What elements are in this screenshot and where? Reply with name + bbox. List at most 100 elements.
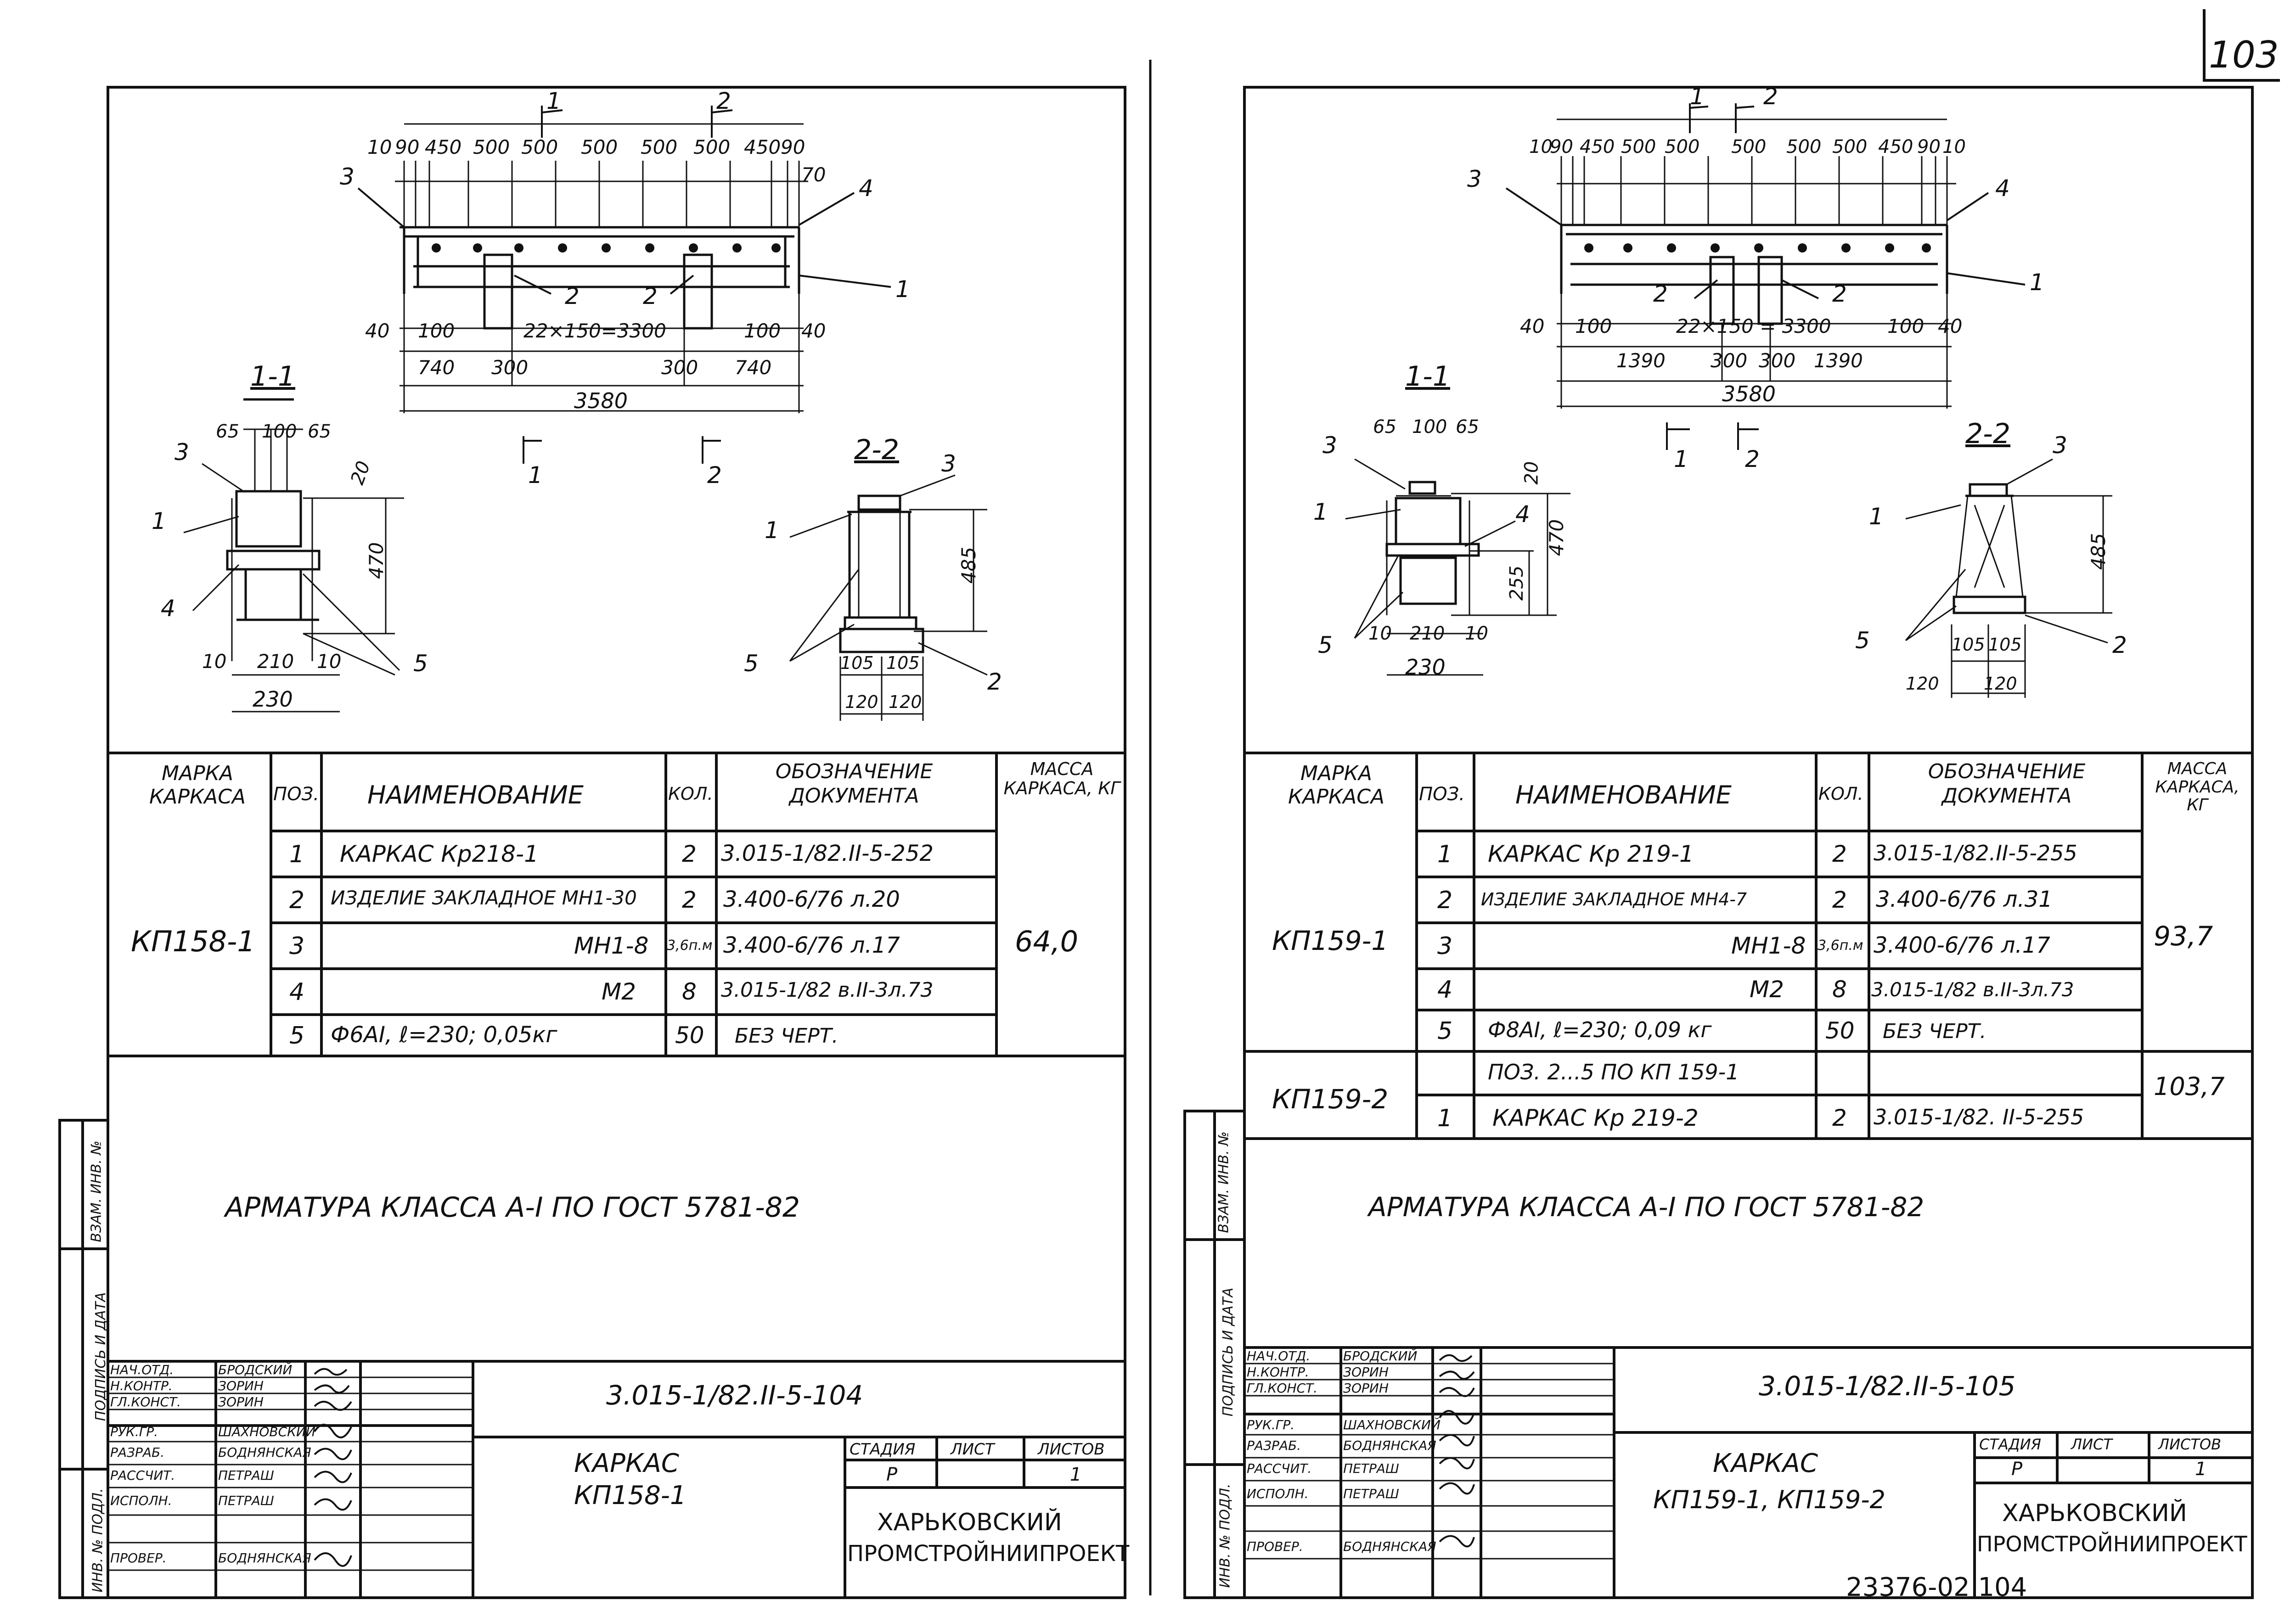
dim: 500 (693, 136, 731, 158)
tb-role: ПРОВЕР. (110, 1550, 167, 1566)
dim: 500 (473, 136, 510, 158)
dim: 40 (801, 320, 826, 342)
callout: 1 (2030, 269, 2044, 296)
row-poz: 4 (289, 978, 305, 1006)
tb-role: РАССЧИТ. (110, 1468, 175, 1483)
dim: 10 (202, 650, 227, 673)
dim: 300 (491, 356, 529, 379)
row-poz: 5 (1437, 1017, 1453, 1045)
tb-name: БРОДСКИЙ (1343, 1348, 1418, 1364)
table-head-doc: ОБОЗНАЧЕНИЕ ДОКУМЕНТА (1928, 760, 2086, 808)
callout: 3 (1467, 166, 1482, 192)
footer-code: 23376-02 104 (1846, 1572, 2027, 1602)
stage-head: СТАДИЯ (850, 1440, 916, 1459)
dim: 40 (365, 320, 390, 342)
tb-name: БОДНЯНСКАЯ (218, 1445, 311, 1460)
tb-role: ГЛ.КОНСТ. (110, 1394, 181, 1409)
tb-role: Н.КОНТР. (110, 1378, 173, 1393)
tb-role: ИСПОЛН. (1247, 1486, 1309, 1501)
table-marka: КП159-1 (1272, 925, 1389, 956)
row-doc: 3.400-6/76 л.17 (723, 932, 900, 958)
table-marka: КП159-2 (1272, 1084, 1389, 1115)
dim: 210 (257, 650, 294, 673)
dim: 22×150=3300 (523, 320, 666, 342)
row-poz: 5 (289, 1022, 305, 1050)
tb-name: БОДНЯНСКАЯ (1343, 1438, 1436, 1453)
tb-role: РУК.ГР. (110, 1424, 158, 1439)
dim: 255 (1506, 565, 1528, 601)
dim: 740 (418, 356, 455, 379)
section-title: 2-2 (854, 434, 899, 466)
dim: 22×150 = 3300 (1676, 315, 1831, 337)
row-name: МН1-8 (1731, 932, 1806, 959)
stage-val: Р (886, 1464, 898, 1485)
callout: 1 (152, 508, 166, 534)
tb-name: БОДНЯНСКАЯ (1343, 1539, 1436, 1554)
signatures (314, 1368, 352, 1567)
dim: 500 (1621, 136, 1656, 157)
tb-name: ПЕТРАШ (1343, 1486, 1399, 1501)
row-kol: 3,6п.м (667, 938, 713, 954)
row-doc: 3.400-6/76 л.31 (1876, 887, 2053, 912)
dim: 65 (1373, 416, 1396, 438)
dim: 740 (735, 356, 772, 379)
doc-title: КП159-1, КП159-2 (1653, 1485, 1886, 1514)
cut-label: 1 (528, 462, 543, 488)
row-kol: 3,6п.м (1818, 938, 1863, 954)
side-stamp: ПОДПИСЬ И ДАТА (93, 1292, 109, 1421)
callout: 5 (744, 650, 759, 677)
section-title: 1-1 (250, 360, 295, 393)
dim: 100 (1412, 416, 1447, 438)
tb-name: ЗОРИН (1343, 1364, 1389, 1380)
row-poz: 2 (1437, 887, 1453, 914)
cut-label: 2 (716, 88, 731, 114)
stage-val: 1 (2195, 1459, 2207, 1480)
cut-label: 1 (1674, 446, 1688, 472)
dim: 105 (886, 653, 920, 673)
dim: 105 (1952, 634, 1985, 655)
dim: 65 (216, 421, 239, 442)
cut-label: 2 (1763, 83, 1778, 110)
table-head-mass: МАССА КАРКАСА, КГ (1003, 759, 1120, 798)
callout: 2 (987, 668, 1002, 695)
callout: 4 (859, 175, 873, 202)
dim: 120 (845, 692, 878, 712)
row-doc: БЕЗ ЧЕРТ. (735, 1024, 838, 1048)
dim: 500 (521, 136, 558, 158)
dim: 100 (262, 421, 297, 442)
doc-title: КП158-1 (574, 1481, 687, 1510)
callout: 3 (1322, 432, 1337, 459)
row-kol: 2 (682, 887, 697, 913)
dim: 10 (1529, 136, 1553, 157)
note: АРМАТУРА КЛАССА А-I ПО ГОСТ 5781-82 (225, 1191, 800, 1224)
row-name: Ф8АI, ℓ=230; 0,09 кг (1488, 1017, 1712, 1042)
left-elevation (357, 106, 891, 464)
left-section-2-2 (789, 474, 988, 721)
dim: 500 (581, 136, 618, 158)
callout: 2 (643, 283, 658, 309)
row-poz: 3 (1437, 932, 1453, 960)
tb-role: РУК.ГР. (1247, 1417, 1295, 1432)
dim: 210 (1410, 623, 1445, 644)
tb-role: НАЧ.ОТД. (110, 1362, 174, 1377)
tb-name: ПЕТРАШ (1343, 1461, 1399, 1476)
callout: 3 (941, 450, 956, 477)
row-doc: 3.015-1/82 в.II-3л.73 (1871, 978, 2074, 1001)
side-stamp: ПОДПИСЬ И ДАТА (1220, 1287, 1237, 1417)
dim: 65 (1456, 416, 1479, 438)
tb-role: РАЗРАБ. (110, 1445, 165, 1460)
table-head-marka: МАРКА КАРКАСА (1288, 762, 1385, 808)
dim-total: 3580 (574, 388, 628, 413)
table-head-name: НАИМЕНОВАНИЕ (1515, 780, 1732, 809)
dim: 470 (1545, 519, 1568, 556)
tb-role: ГЛ.КОНСТ. (1247, 1381, 1318, 1396)
section-title: 1-1 (1405, 360, 1450, 393)
table-head-poz: ПОЗ. (273, 784, 319, 805)
side-stamp: ИНВ. № ПОДЛ. (1217, 1483, 1233, 1588)
dim: 300 (1759, 349, 1796, 372)
row-doc: 3.015-1/82 в.II-3л.73 (721, 978, 934, 1002)
dim: 10 (1942, 136, 1966, 157)
row-doc: 3.015-1/82.II-5-255 (1874, 841, 2077, 865)
row-kol: 50 (675, 1022, 704, 1049)
